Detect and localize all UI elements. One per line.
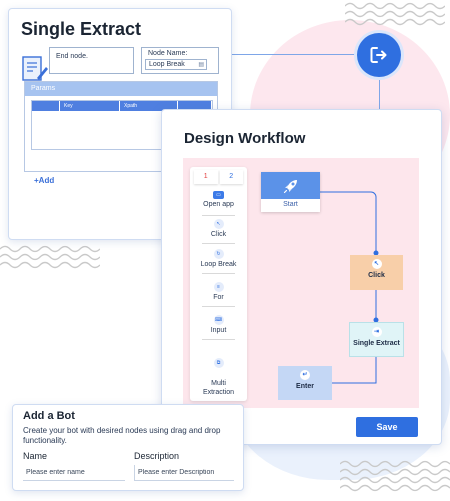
palette-item-label: Click <box>210 231 227 238</box>
node-name-value: Loop Break <box>149 61 185 68</box>
wave-decoration-left <box>0 245 100 269</box>
node-name-label: Node Name: <box>148 50 188 57</box>
palette-divider <box>202 306 235 307</box>
rocket-icon <box>283 179 297 193</box>
node-single-extract-label: Single Extract <box>353 340 400 347</box>
params-header: Params <box>25 82 217 96</box>
palette-item-loop-break[interactable]: ↻ Loop Break <box>190 249 247 268</box>
palette-divider <box>202 215 235 216</box>
palette-tab-2[interactable]: 2 <box>219 170 243 184</box>
add-bot-description: Create your bot with desired nodes using… <box>23 426 221 445</box>
palette-item-label: For <box>213 294 224 301</box>
name-input[interactable] <box>23 465 125 481</box>
params-table-header: Key Xpath <box>32 101 212 111</box>
params-column-key: Key <box>60 101 120 111</box>
cursor-click-icon: ↖ <box>371 259 382 269</box>
palette-divider <box>202 339 235 340</box>
description-input[interactable] <box>134 465 234 481</box>
wave-decoration-top <box>345 2 445 26</box>
connector-line-top <box>232 54 357 55</box>
enter-key-icon: ↵ <box>300 370 310 380</box>
multi-extract-icon: ⧉ <box>213 358 224 368</box>
node-start-label: Start <box>283 201 298 208</box>
palette-tabs: 1 2 <box>193 170 244 184</box>
palette-item-label: Open app <box>203 201 234 208</box>
description-label: Description <box>134 451 180 461</box>
add-bot-card: Add a Bot Create your bot with desired n… <box>12 404 244 491</box>
single-extract-title: Single Extract <box>21 19 142 39</box>
connector-dot <box>373 250 379 256</box>
connector-line-right <box>379 77 380 109</box>
palette-item-label: Loop Break <box>200 261 237 268</box>
workflow-connectors <box>320 191 379 384</box>
node-start-header <box>261 172 320 199</box>
wave-decoration-bottom <box>340 460 450 492</box>
palette-divider <box>202 273 235 274</box>
node-enter[interactable]: ↵ Enter <box>278 366 332 400</box>
design-workflow-title: Design Workflow <box>184 130 306 147</box>
loop-icon: ↻ <box>213 249 224 259</box>
params-column-actions <box>178 101 212 111</box>
exit-icon <box>370 47 387 63</box>
node-enter-label: Enter <box>296 383 314 390</box>
node-start[interactable]: Start <box>261 172 320 212</box>
palette-divider <box>202 243 235 244</box>
params-column-xpath: Xpath <box>120 101 178 111</box>
dropdown-icon: ▤ <box>198 62 204 68</box>
palette-item-label: Multi Extraction <box>202 380 235 396</box>
for-loop-icon: ≡ <box>213 282 224 292</box>
palette-item-input[interactable]: ⌨ Input <box>190 315 247 334</box>
end-node-field[interactable]: End node. <box>49 47 134 74</box>
app-window-icon: ▭ <box>213 191 224 199</box>
add-bot-title: Add a Bot <box>23 410 75 422</box>
params-column-blank <box>32 101 60 111</box>
node-single-extract[interactable]: ⇥ Single Extract <box>349 322 404 357</box>
cursor-click-icon: ↖ <box>213 219 224 229</box>
node-click[interactable]: ↖ Click <box>350 255 403 290</box>
palette-item-multi-extraction[interactable]: ⧉ Multi Extraction <box>190 349 247 397</box>
exit-icon: ⇥ <box>371 327 382 337</box>
name-label: Name <box>23 451 48 461</box>
workflow-canvas[interactable]: 1 2 ▭ Open app ↖ Click ↻ Loop Break ≡ Fo… <box>183 158 419 408</box>
add-param-link[interactable]: +Add <box>34 176 55 185</box>
palette-item-for[interactable]: ≡ For <box>190 282 247 301</box>
connector-dot <box>373 317 379 323</box>
palette-item-open-app[interactable]: ▭ Open app <box>190 191 247 208</box>
node-click-label: Click <box>368 272 385 279</box>
exit-button[interactable] <box>357 33 401 77</box>
node-palette: 1 2 ▭ Open app ↖ Click ↻ Loop Break ≡ Fo… <box>190 167 247 401</box>
input-icon: ⌨ <box>213 315 224 325</box>
palette-tab-1[interactable]: 1 <box>194 170 218 184</box>
save-button[interactable]: Save <box>356 417 418 437</box>
node-name-input[interactable]: Loop Break ▤ <box>145 59 207 70</box>
palette-item-click[interactable]: ↖ Click <box>190 219 247 238</box>
document-edit-icon <box>22 56 48 81</box>
palette-item-label: Input <box>210 327 227 334</box>
design-workflow-card: Design Workflow 1 2 ▭ Open app <box>161 109 442 445</box>
